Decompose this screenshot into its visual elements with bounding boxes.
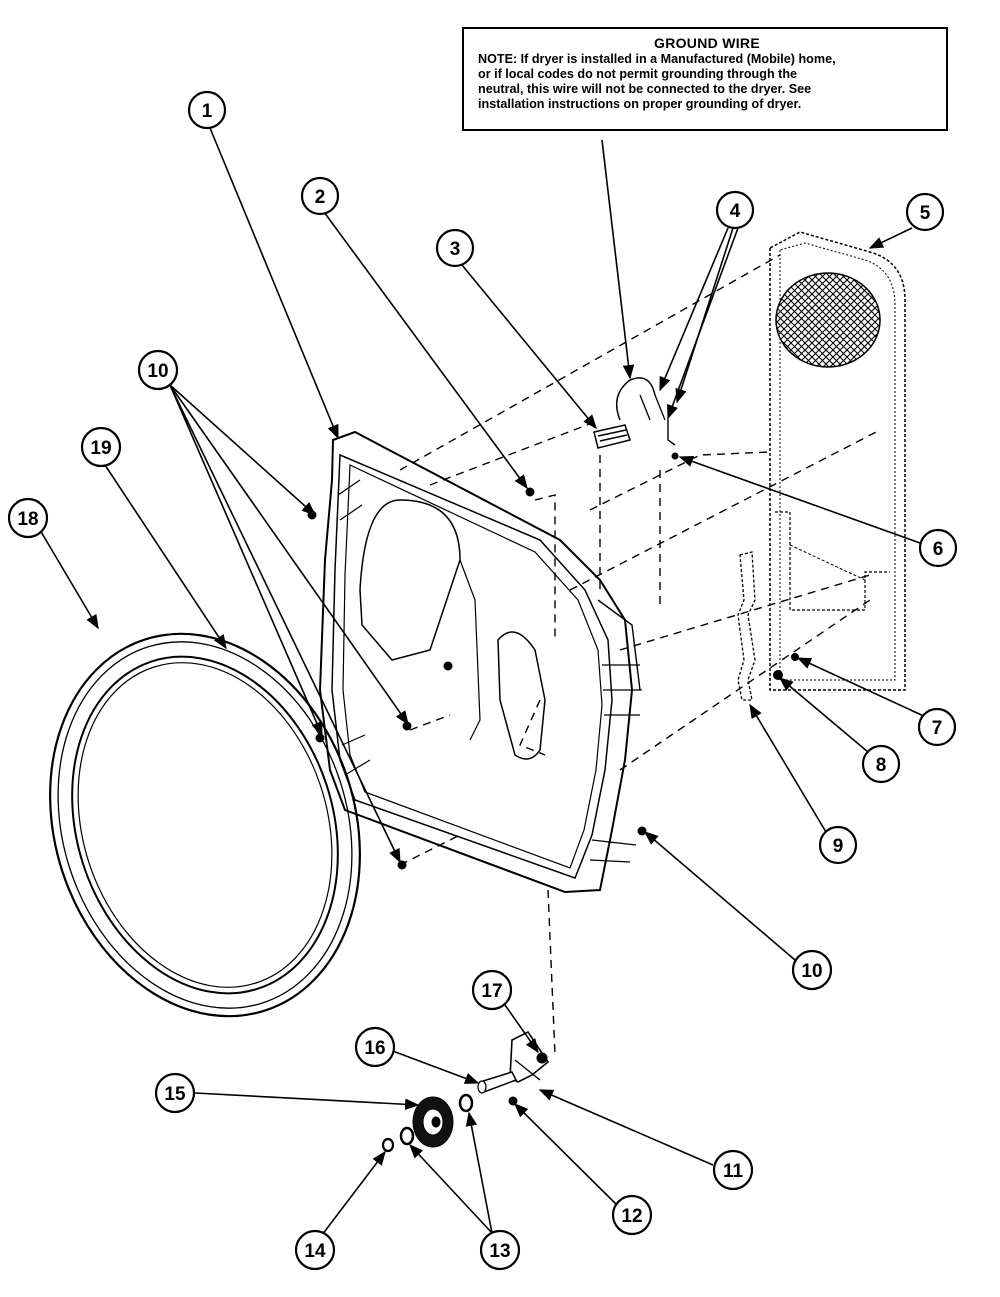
callout-9: 9 [818, 825, 858, 865]
fasteners [307, 487, 799, 870]
callout-16: 16 [354, 1026, 396, 1068]
assembly-lines [399, 254, 881, 1056]
terminal-block-part [593, 377, 679, 460]
svg-text:10: 10 [801, 961, 822, 982]
callout-1: 1 [187, 90, 227, 130]
door-seal-part [49, 632, 361, 1018]
callout-7: 7 [917, 707, 957, 747]
door-hinge-parts [381, 1030, 550, 1153]
callout-17: 17 [471, 969, 513, 1011]
ground-wire-note: GROUND WIRE NOTE: If dryer is installed … [462, 27, 948, 131]
callout-10-right: 10 [791, 949, 833, 991]
svg-text:7: 7 [932, 718, 943, 739]
callout-19: 19 [80, 426, 122, 468]
svg-text:15: 15 [164, 1084, 186, 1105]
svg-text:1: 1 [202, 101, 213, 122]
svg-text:3: 3 [450, 239, 461, 260]
svg-text:12: 12 [621, 1206, 642, 1227]
svg-text:14: 14 [304, 1241, 326, 1262]
callout-2: 2 [300, 176, 340, 216]
note-title: GROUND WIRE [654, 35, 760, 51]
svg-text:9: 9 [833, 836, 844, 857]
callout-6: 6 [918, 528, 958, 568]
callout-12: 12 [611, 1194, 653, 1236]
bracket-part [737, 551, 756, 701]
callout-10-left: 10 [137, 349, 179, 391]
callout-14: 14 [294, 1229, 336, 1271]
callout-18: 18 [7, 497, 49, 539]
front-panel-part [318, 430, 642, 894]
rear-panel-part [769, 231, 906, 691]
svg-text:17: 17 [481, 981, 502, 1002]
callouts: 1 2 3 4 5 6 7 8 9 10 10 19 18 17 16 15 1… [7, 90, 958, 1271]
note-line: or if local codes do not permit groundin… [478, 67, 798, 81]
svg-text:11: 11 [723, 1161, 744, 1182]
svg-text:19: 19 [90, 438, 111, 459]
svg-text:6: 6 [933, 539, 944, 560]
callout-4: 4 [715, 190, 755, 230]
callout-13: 13 [479, 1229, 521, 1271]
note-line: NOTE: If dryer is installed in a Manufac… [478, 52, 836, 66]
callout-15: 15 [154, 1072, 196, 1114]
svg-text:18: 18 [17, 509, 38, 530]
note-line: neutral, this wire will not be connected… [478, 82, 812, 96]
note-line: installation instructions on proper grou… [478, 97, 802, 111]
callout-3: 3 [435, 228, 475, 268]
svg-text:8: 8 [876, 755, 887, 776]
svg-text:4: 4 [730, 201, 741, 222]
callout-8: 8 [861, 744, 901, 784]
svg-text:13: 13 [489, 1241, 510, 1262]
svg-text:5: 5 [920, 203, 931, 224]
svg-text:10: 10 [147, 361, 168, 382]
callout-5: 5 [905, 192, 945, 232]
leader-lines [39, 127, 929, 1236]
callout-11: 11 [712, 1149, 754, 1191]
svg-text:2: 2 [315, 187, 326, 208]
svg-text:16: 16 [364, 1038, 385, 1059]
